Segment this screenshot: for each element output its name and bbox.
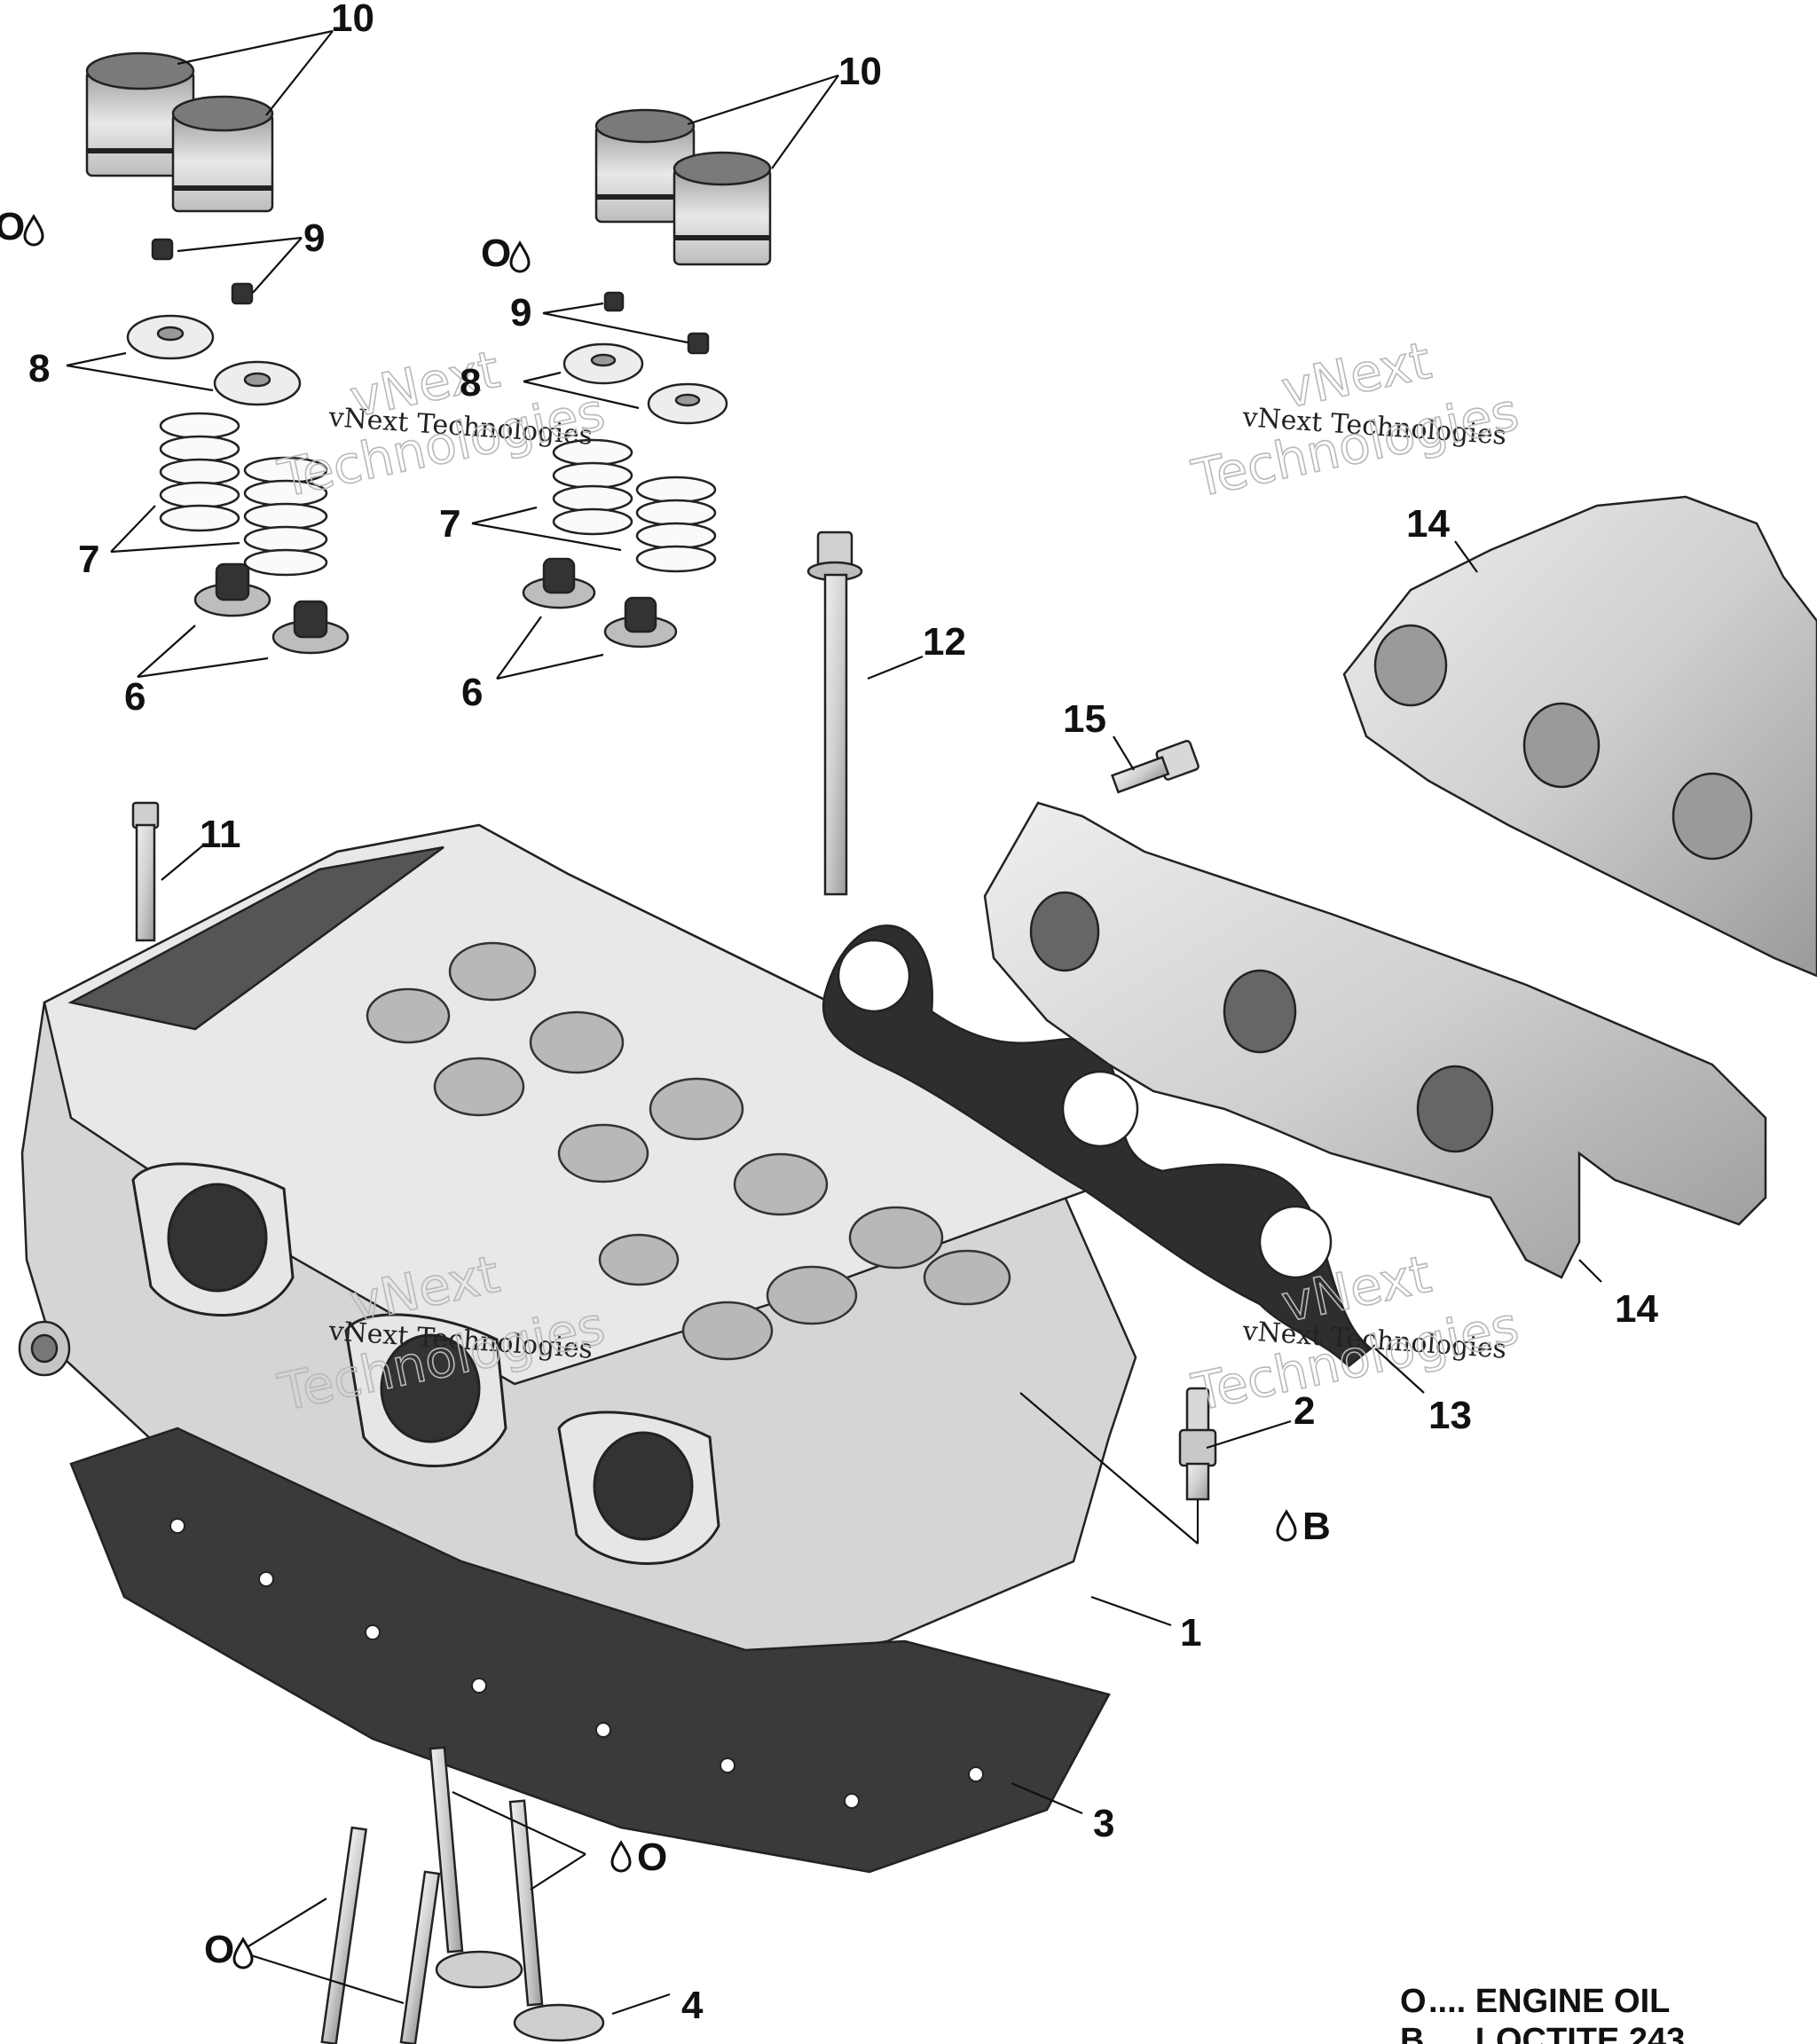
sensor-part-2 [1178, 1387, 1217, 1501]
oil-drop-icon [610, 1841, 632, 1873]
callout-9: 9 [510, 291, 531, 334]
oil-mark: O [637, 1836, 667, 1879]
oil-drop-icon [23, 215, 44, 247]
callout-11: 11 [200, 813, 241, 856]
valve-part-4 [320, 1746, 605, 2044]
tappet-group-left [85, 51, 274, 213]
legend-text: .... ENGINE OIL [1428, 1983, 1670, 2020]
head-bolt-part-12 [806, 531, 863, 896]
spring-retainer-part-8 [126, 314, 728, 425]
oil-drop-icon [232, 1938, 254, 1969]
callout-6: 6 [461, 671, 483, 714]
head-gasket-part-3 [69, 1427, 1111, 1874]
callout-12: 12 [923, 620, 966, 664]
valve-spring-part-7 [159, 412, 717, 577]
loctite-mark: B [1302, 1505, 1331, 1548]
screw-part-15 [1111, 739, 1200, 794]
legend: O .... ENGINE OIL B .... LOCTITE 243 [1400, 1983, 1685, 2044]
oil-mark: O [481, 232, 511, 275]
callout-1: 1 [1180, 1611, 1201, 1655]
callout-labels: 10 10 9 9 8 8 7 7 6 6 11 12 15 14 14 13 … [28, 0, 1658, 2027]
callout-9: 9 [303, 216, 325, 260]
oil-mark: O [204, 1928, 234, 1971]
leader-lines [66, 29, 1602, 2016]
callout-10: 10 [331, 0, 374, 40]
oil-drop-icon [509, 241, 531, 273]
lubrication-marks: O O B O O [0, 205, 1331, 1971]
valve-seal-part-6 [193, 557, 678, 655]
exhaust-gasket-part-13 [822, 924, 1373, 1368]
legend-code: O [1400, 1983, 1427, 2020]
exhaust-manifold-part-14 [983, 801, 1767, 1279]
callout-2: 2 [1294, 1389, 1315, 1433]
valve-keeper-part-9 [151, 238, 710, 355]
callout-14: 14 [1615, 1287, 1658, 1331]
callout-6: 6 [124, 675, 146, 719]
tappet-part-10 [85, 51, 274, 213]
callout-8: 8 [460, 361, 481, 405]
legend-text: .... LOCTITE 243 [1428, 2022, 1685, 2044]
legend-code: B [1400, 2022, 1424, 2044]
intake-manifold-part-14 [1342, 495, 1817, 978]
callout-14: 14 [1406, 502, 1450, 546]
screw-part-11 [131, 801, 160, 942]
oil-mark: O [0, 205, 25, 248]
callout-7: 7 [439, 502, 460, 546]
tappet-group-right [594, 108, 772, 266]
callout-13: 13 [1428, 1394, 1472, 1437]
loctite-drop-icon [1276, 1510, 1297, 1542]
callout-3: 3 [1093, 1802, 1114, 1845]
callout-10: 10 [838, 50, 882, 93]
callout-4: 4 [681, 1984, 704, 2027]
callout-8: 8 [28, 347, 50, 390]
callout-15: 15 [1063, 697, 1106, 741]
callout-7: 7 [78, 538, 99, 581]
tappet-part-10 [594, 108, 772, 266]
